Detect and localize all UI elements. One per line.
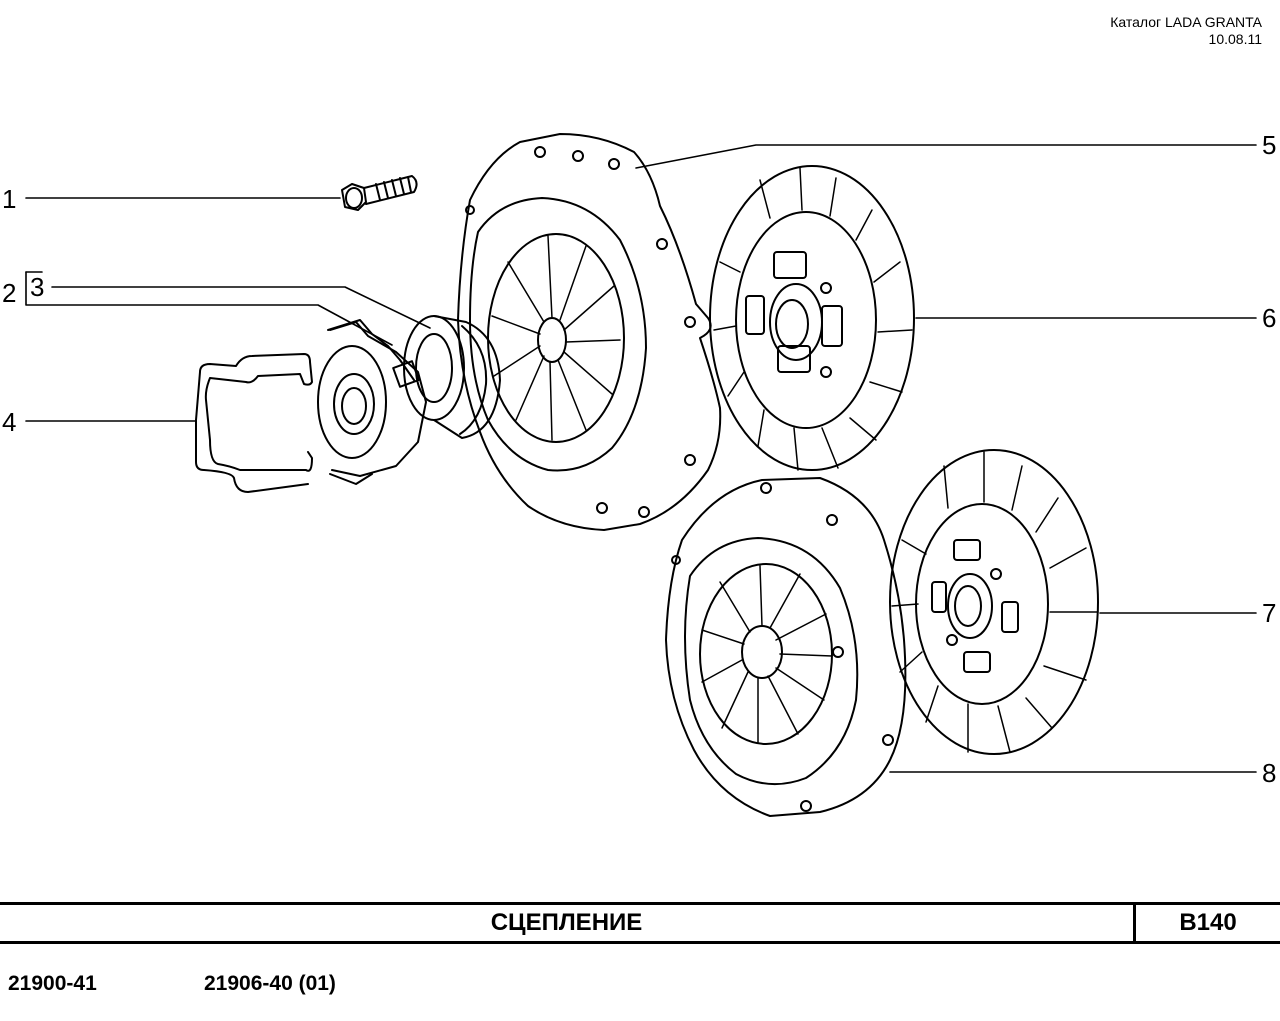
callout-3: 3 [30, 272, 45, 302]
title-bar: СЦЕПЛЕНИЕ B140 [0, 902, 1280, 944]
retaining-spring-icon [195, 353, 313, 493]
section-code: B140 [1179, 909, 1237, 936]
callout-6: 6 [1262, 303, 1277, 333]
catalog-header: Каталог LADA GRANTA 10.08.11 [1110, 14, 1262, 48]
pressure-plate-icon [457, 133, 722, 531]
callout-4: 4 [2, 407, 17, 437]
pressure-plate-icon [665, 477, 907, 817]
model-code-1: 21900-41 [8, 972, 97, 995]
callout-7: 7 [1262, 598, 1277, 628]
clutch-disc-icon [709, 165, 915, 471]
friction-segments [891, 451, 1099, 753]
callout-2: 2 [2, 278, 17, 308]
friction-segments [713, 167, 913, 471]
diaphragm-fingers [701, 565, 833, 743]
callout-5: 5 [1262, 130, 1277, 160]
clutch-exploded-diagram [25, 133, 1257, 817]
release-bearing-icon [403, 315, 501, 439]
model-code-2: 21906-40 (01) [204, 972, 336, 995]
bearing-assembly-icon [317, 319, 427, 485]
callout-8: 8 [1262, 758, 1277, 788]
title-divider [1133, 905, 1136, 941]
catalog-name: Каталог LADA GRANTA [1110, 14, 1262, 30]
leader-lines [25, 144, 1257, 773]
callout-1: 1 [2, 184, 17, 214]
section-title: СЦЕПЛЕНИЕ [490, 909, 643, 936]
diaphragm-fingers [491, 235, 621, 441]
clutch-disc-icon [889, 449, 1099, 755]
bolt-icon [341, 175, 418, 211]
catalog-date: 10.08.11 [1208, 31, 1262, 47]
